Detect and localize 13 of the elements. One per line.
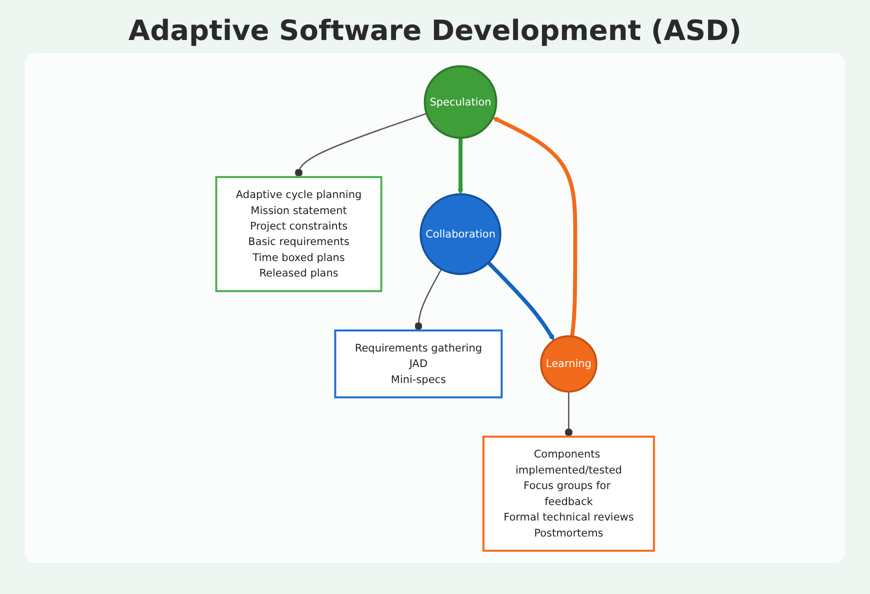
connector [564,391,573,436]
node-circle: Speculation [424,64,498,138]
connector [414,268,442,330]
connector [294,112,427,177]
arrow [458,137,464,194]
node-box: Requirements gathering JAD Mini-specs [334,328,503,398]
node-circle: Learning [540,334,598,392]
arrow [486,260,554,340]
node-box: Components implemented/tested Focus groups for feedback Formal technical reviews Postmortems [482,435,655,552]
diagram-title: Adaptive Software Development (ASD) [127,14,743,47]
arrow [492,116,578,336]
node-circle: Collaboration [420,192,502,274]
node-box: Adaptive cycle planning Mission statement Project constraints Basic requirements Time boxed plans Released plans [215,176,382,292]
